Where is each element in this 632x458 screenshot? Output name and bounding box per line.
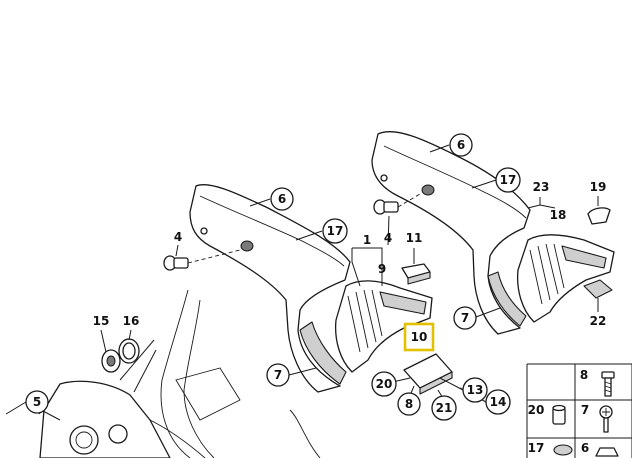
callout-label: 4 (174, 230, 182, 244)
callout-label: 10 (411, 330, 428, 344)
callout-label: 7 (274, 368, 282, 382)
callout-label: 13 (467, 383, 484, 397)
legend-screw-7[interactable] (599, 405, 613, 433)
callout-17-left[interactable]: 17 (322, 218, 348, 244)
callout-6-left[interactable]: 6 (270, 187, 294, 211)
callout-14[interactable]: 14 (485, 389, 511, 415)
grommet-16[interactable] (118, 338, 140, 364)
callout-label: 6 (278, 192, 286, 206)
callout-label: 16 (123, 314, 140, 328)
callout-label: 21 (436, 401, 453, 415)
parts-legend-grid: 8 20 7 17 6 (526, 363, 632, 458)
callout-15[interactable]: 15 (93, 314, 110, 328)
legend-label: 20 (528, 403, 545, 417)
callout-20[interactable]: 20 (371, 371, 397, 397)
vent-assembly-right[interactable] (516, 234, 615, 323)
callout-label: 23 (533, 180, 550, 194)
bolt-4-left[interactable] (163, 255, 189, 271)
callout-label: 15 (93, 314, 110, 328)
callout-label: 19 (590, 180, 607, 194)
vent-assembly-left[interactable] (334, 280, 433, 373)
callout-1[interactable]: 1 (363, 233, 371, 247)
callout-16[interactable]: 16 (123, 314, 140, 328)
callout-label: 17 (500, 173, 517, 187)
callout-11[interactable]: 11 (406, 231, 423, 245)
callout-label: 17 (327, 224, 344, 238)
callout-label: 4 (384, 231, 392, 245)
callout-21[interactable]: 21 (431, 395, 457, 421)
callout-label: 5 (33, 395, 41, 409)
callout-label: 8 (405, 397, 413, 411)
callout-label: 14 (490, 395, 507, 409)
clip-11[interactable] (401, 263, 431, 285)
callout-8[interactable]: 8 (397, 392, 421, 416)
callout-5[interactable]: 5 (25, 390, 49, 414)
callout-10-highlighted[interactable]: 10 (403, 322, 435, 352)
callout-7-left[interactable]: 7 (266, 363, 290, 387)
callout-label: 6 (457, 138, 465, 152)
callout-4-right[interactable]: 4 (384, 231, 392, 245)
callout-7-right[interactable]: 7 (453, 306, 477, 330)
left-trim-panel[interactable] (189, 184, 351, 393)
callout-19[interactable]: 19 (590, 180, 607, 194)
callout-13[interactable]: 13 (462, 377, 488, 403)
callout-4-left[interactable]: 4 (174, 230, 182, 244)
callout-9[interactable]: 9 (378, 262, 386, 276)
cap-22[interactable] (583, 279, 613, 299)
callout-label: 9 (378, 262, 386, 276)
callout-label: 1 (363, 233, 371, 247)
callout-17-right[interactable]: 17 (495, 167, 521, 193)
legend-label: 8 (580, 368, 588, 382)
legend-sleeve-20[interactable] (552, 404, 566, 425)
legend-label: 17 (528, 441, 545, 455)
center-bracket[interactable] (149, 289, 321, 458)
callout-18[interactable]: 18 (550, 208, 567, 222)
callout-6-right[interactable]: 6 (449, 133, 473, 157)
legend-washer-17[interactable] (553, 444, 573, 456)
callout-23[interactable]: 23 (533, 180, 550, 194)
legend-label: 7 (581, 403, 589, 417)
callout-22[interactable]: 22 (590, 314, 607, 328)
callout-label: 22 (590, 314, 607, 328)
grommet-15[interactable] (101, 349, 121, 373)
bolt-4-right[interactable] (373, 199, 399, 215)
legend-clip-6[interactable] (595, 447, 619, 457)
callout-label: 18 (550, 208, 567, 222)
callout-label: 20 (376, 377, 393, 391)
legend-bolt-8[interactable] (601, 371, 615, 397)
callout-label: 11 (406, 231, 423, 245)
cap-19[interactable] (587, 207, 611, 225)
callout-label: 7 (461, 311, 469, 325)
cover-plate-10[interactable] (403, 353, 453, 395)
legend-label: 6 (581, 441, 589, 455)
lower-body-panel[interactable] (39, 380, 171, 458)
